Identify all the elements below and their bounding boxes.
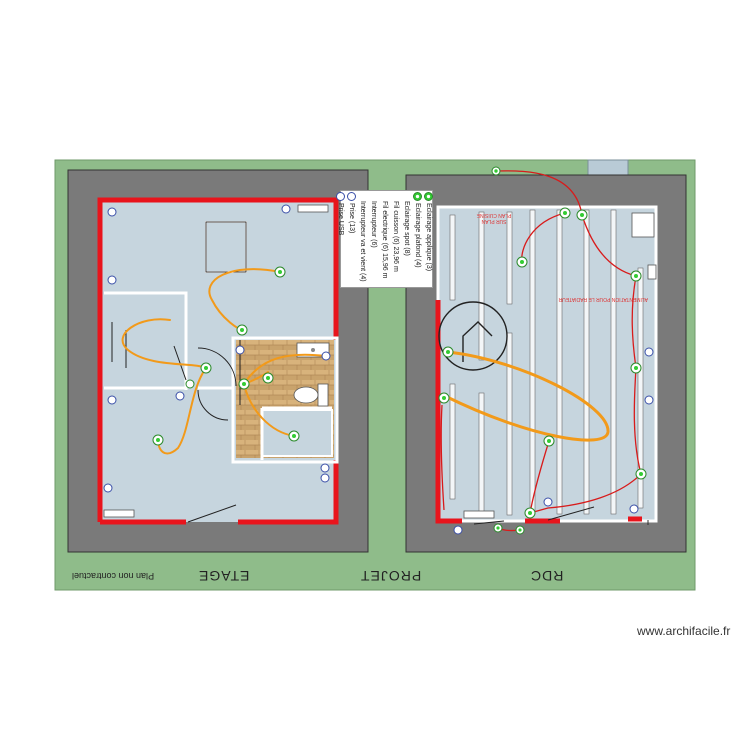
shower — [261, 409, 333, 457]
legend-item-label: Interrupteur (6) — [370, 201, 377, 248]
socket-icon — [281, 204, 291, 214]
light-icon — [288, 430, 300, 442]
radiator-power-label: ALIMENTATION POUR LE RADIATEUR — [559, 296, 648, 302]
light-icon — [463, 510, 495, 519]
light-icon — [262, 372, 274, 384]
rdc-title: RDC — [530, 568, 564, 584]
socket-icon — [320, 473, 330, 483]
legend-item: Eclairage spot (8) — [401, 191, 412, 289]
switch-icon — [185, 379, 195, 389]
socket-icon — [235, 345, 245, 355]
legend-item-label: Prise USB — [337, 203, 344, 236]
legend-item-label: Eclairage applique (3) — [425, 203, 432, 272]
light-icon — [559, 207, 571, 219]
etage-exterior-wall — [97, 197, 339, 522]
rdc-floor — [436, 205, 658, 523]
cabinet — [631, 212, 655, 238]
socket-icon — [336, 192, 345, 201]
socket-icon — [107, 207, 117, 217]
light-icon — [297, 204, 329, 213]
rdc-circuit — [440, 170, 642, 532]
etage-plan — [67, 169, 369, 553]
socket-icon — [321, 351, 331, 361]
etage-wiring — [121, 268, 327, 455]
socket-icon — [320, 463, 330, 473]
legend-item: Fil electrique (6) 15,96 m — [379, 191, 390, 289]
kitchen-plan-sub: SUR PLAN — [481, 218, 507, 224]
light-icon — [274, 266, 286, 278]
legend-item: Prise USB — [335, 191, 346, 289]
socket-icon — [103, 483, 113, 493]
legend-item: Interrupteur (6) — [368, 191, 379, 289]
site-credit[interactable]: www.archifacile.fr — [637, 624, 731, 638]
legend-blank-icon — [392, 192, 399, 199]
legend-item-label: Eclairage plafond (4) — [414, 203, 421, 268]
socket-icon — [107, 275, 117, 285]
switch-icon — [515, 525, 525, 535]
legend-item: Eclairage applique (3) — [423, 191, 434, 289]
rdc-exterior-wall — [435, 300, 462, 524]
light-icon — [543, 435, 555, 447]
light-icon — [200, 362, 212, 374]
switch-icon — [493, 523, 503, 533]
legend-item: Interrupteur va et vient (4) — [357, 191, 368, 289]
legend-blank-icon — [370, 192, 377, 199]
socket-icon — [347, 192, 356, 201]
cooking-wire — [444, 350, 610, 442]
light-icon — [442, 346, 454, 358]
legend-item-label: Prise (13) — [348, 203, 355, 234]
socket-icon — [453, 525, 463, 535]
light-icon — [424, 192, 433, 201]
legend-blank-icon — [359, 192, 366, 199]
etage-devices — [103, 204, 331, 518]
socket-icon — [175, 391, 185, 401]
legend-list: Eclairage applique (3) Eclairage plafond … — [336, 191, 434, 289]
rdc-devices — [438, 166, 654, 535]
disclaimer-note: Plan non contractuel — [72, 571, 155, 581]
switch-icon — [238, 378, 250, 390]
socket-icon — [644, 395, 654, 405]
spiral-stair — [438, 301, 508, 371]
light-icon — [516, 256, 528, 268]
socket-icon — [629, 504, 639, 514]
light-icon — [491, 166, 501, 176]
light-icon — [103, 509, 135, 518]
legend: Eclairage applique (3) Eclairage plafond … — [336, 190, 434, 289]
legend-blank-icon — [403, 192, 410, 199]
socket-icon — [644, 347, 654, 357]
legend-item-label: Eclairage spot (8) — [403, 201, 410, 256]
kitchen-plan-title: PLAN CUISINE — [476, 212, 512, 218]
legend-item-label: Fil electrique (6) 15,96 m — [381, 201, 388, 279]
kitchen-plan-label: SUR PLAN PLAN CUISINE — [474, 212, 514, 224]
light-icon — [630, 270, 642, 282]
projet-title: PROJET — [360, 568, 422, 584]
rdc-plan — [405, 166, 687, 553]
legend-item: Eclairage plafond (4) — [412, 191, 423, 289]
sink-icon — [296, 342, 330, 358]
bathroom-wall — [231, 336, 339, 464]
legend-blank-icon — [381, 192, 388, 199]
light-icon — [524, 507, 536, 519]
legend-item-label: Fil cuisson (6) 23,96 m — [392, 201, 399, 272]
legend-item-label: Interrupteur va et vient (4) — [359, 201, 366, 282]
socket-icon — [543, 497, 553, 507]
radiator — [647, 264, 657, 280]
light-icon — [630, 362, 642, 374]
toilet-icon — [293, 383, 329, 407]
socket-icon — [107, 395, 117, 405]
light-icon — [438, 392, 450, 404]
light-icon — [576, 209, 588, 221]
light-icon — [635, 468, 647, 480]
switch-icon — [236, 324, 248, 336]
light-icon — [152, 434, 164, 446]
light-icon — [413, 192, 422, 201]
legend-item: Prise (13) — [346, 191, 357, 289]
etage-title: ETAGE — [198, 568, 250, 584]
legend-item: Fil cuisson (6) 23,96 m — [390, 191, 401, 289]
